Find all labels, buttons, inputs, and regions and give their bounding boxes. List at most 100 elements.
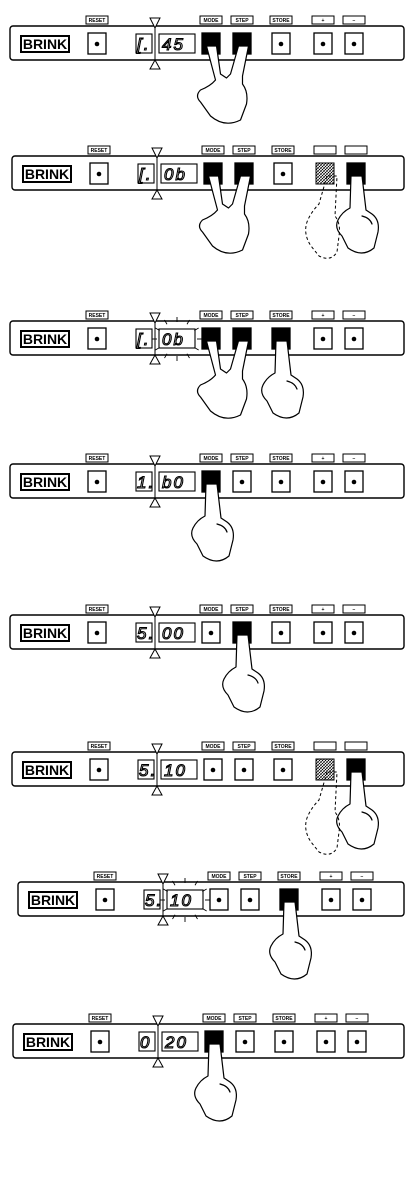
plus-button-dot [321,337,326,342]
minus-button[interactable]: − [343,454,365,492]
store-button[interactable]: STORE [270,16,292,54]
step-button[interactable]: STEP [239,872,261,910]
display-arrow-up-icon [150,498,160,507]
step-panel-6: BRINK5.10RESETMODESTEPSTORE [12,742,404,854]
plus-button[interactable]: + [312,605,334,643]
reset-button-dot [95,42,100,47]
step-button[interactable]: STEP [233,742,255,780]
display-digit-right: 00 [162,624,185,643]
step-label: STEP [243,874,257,880]
store-button[interactable]: STORE [270,605,292,643]
brink-logo: BRINK [23,474,67,490]
plus-button-hatched [316,759,334,780]
reset-button-dot [95,480,100,485]
mode-label: MODE [204,18,220,24]
step-panel-2: BRINK[.0bRESETMODESTEPSTORE [12,146,404,258]
plus-button[interactable]: + [312,454,334,492]
reset-button[interactable]: RESET [88,146,110,184]
minus-button-dot [352,480,357,485]
plus-button-dot [329,898,334,903]
store-button-dot [279,42,284,47]
minus-label-tab [345,146,367,154]
plus-button[interactable] [314,146,336,184]
display-digit-left: 5. [139,761,157,780]
reset-button[interactable]: RESET [86,16,108,54]
plus-button[interactable]: + [315,1014,337,1052]
brink-logo: BRINK [31,892,75,908]
brink-logo: BRINK [25,762,69,778]
step-button-dot [242,768,247,773]
store-label: STORE [274,148,292,154]
reset-button[interactable]: RESET [94,872,116,910]
plus-button-dot [321,42,326,47]
step-button-dot [240,480,245,485]
step-label: STEP [235,313,249,319]
reset-button[interactable]: RESET [86,605,108,643]
store-button-dot [281,172,286,177]
plus-button-dot [324,1040,329,1045]
step-panel-3: BRINK[.0bRESETMODESTEPSTORE+− [10,311,404,418]
display-digit-left: 1. [137,473,155,492]
display-digit-left: [. [136,330,150,349]
step-button[interactable]: STEP [231,454,253,492]
display-arrow-up-icon [150,355,160,364]
minus-label: − [353,313,356,319]
store-button[interactable]: STORE [272,146,294,184]
minus-button-dot [352,631,357,636]
step-button[interactable]: STEP [234,1014,256,1052]
plus-button-dot [321,631,326,636]
mode-label: MODE [204,607,220,613]
step-label: STEP [235,456,249,462]
minus-button[interactable]: − [343,16,365,54]
reset-button-dot [97,768,102,773]
reset-label: RESET [91,744,108,750]
step-label: STEP [237,744,251,750]
store-button[interactable]: STORE [272,742,294,780]
minus-button-dot [352,337,357,342]
step-panel-1: BRINK[.45RESETMODESTEPSTORE+− [10,16,404,123]
reset-label: RESET [89,313,106,319]
reset-button-dot [95,337,100,342]
store-button-dot [282,1040,287,1045]
reset-button[interactable]: RESET [89,1014,111,1052]
reset-label: RESET [89,18,106,24]
mode-button[interactable]: MODE [208,872,230,910]
plus-label-tab [314,146,336,154]
plus-button-dot [321,480,326,485]
reset-button[interactable]: RESET [86,311,108,349]
display-digit-right: 20 [164,1033,188,1052]
store-label: STORE [272,313,290,319]
minus-button[interactable]: − [351,872,373,910]
reset-label: RESET [97,874,114,880]
plus-button[interactable]: + [320,872,342,910]
minus-button[interactable]: − [343,311,365,349]
reset-label: RESET [91,148,108,154]
brink-logo: BRINK [26,1034,70,1050]
minus-button[interactable]: − [343,605,365,643]
minus-button[interactable]: − [346,1014,368,1052]
minus-label: − [353,456,356,462]
store-button[interactable]: STORE [273,1014,295,1052]
plus-button-hatched [316,163,334,184]
store-label: STORE [272,456,290,462]
plus-button[interactable]: + [312,16,334,54]
store-label: STORE [272,607,290,613]
plus-button[interactable] [314,742,336,780]
reset-button[interactable]: RESET [88,742,110,780]
reset-label: RESET [89,456,106,462]
display-arrow-up-icon [158,916,168,925]
store-label: STORE [280,874,298,880]
store-button[interactable]: STORE [270,454,292,492]
step-button-dot [248,898,253,903]
mode-button[interactable]: MODE [200,605,222,643]
mode-button[interactable]: MODE [202,742,224,780]
reset-button[interactable]: RESET [86,454,108,492]
plus-label: + [330,874,333,880]
brink-logo: BRINK [25,166,69,182]
display-digit-right: 45 [162,35,185,54]
reset-button-dot [98,1040,103,1045]
plus-button[interactable]: + [312,311,334,349]
